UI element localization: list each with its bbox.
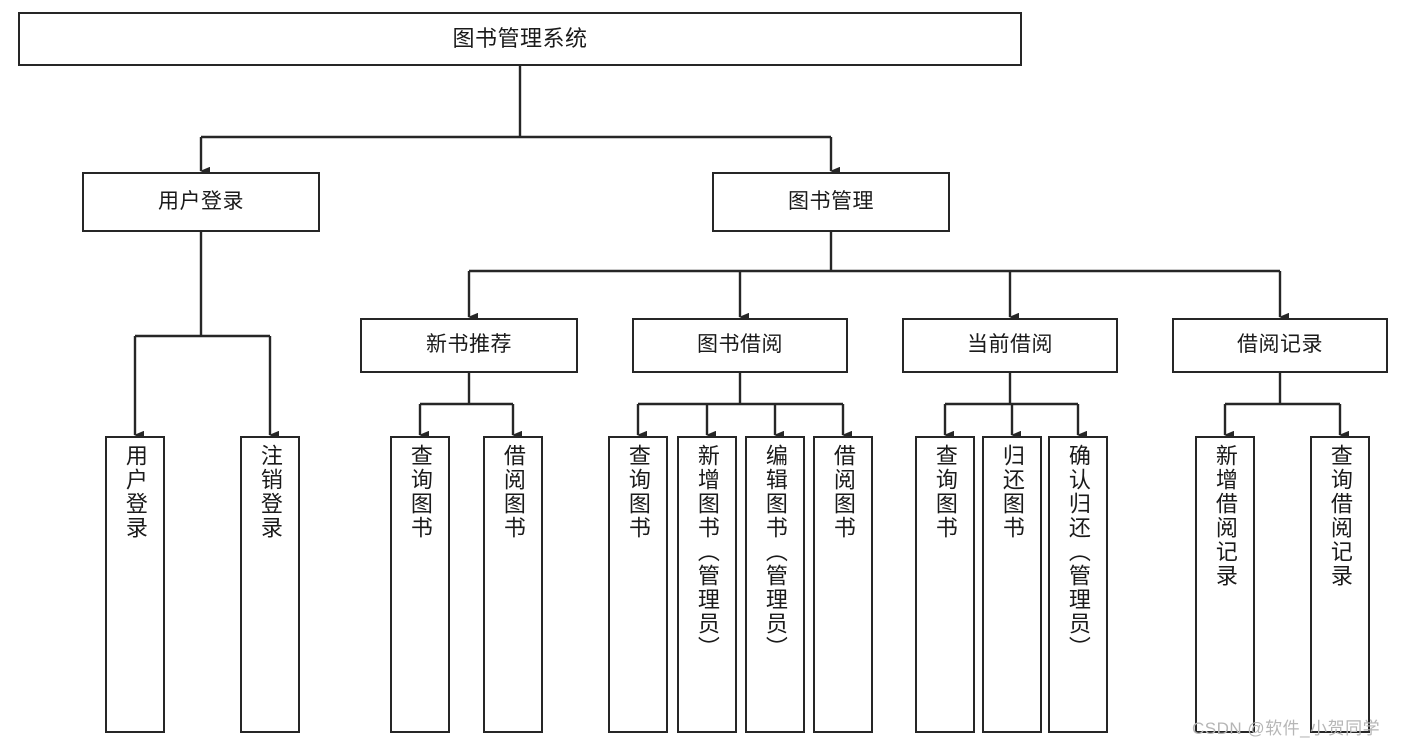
node-leaf-user-login-label: 用户登录 <box>122 444 148 540</box>
node-leaf-add-record[interactable]: 新增借阅记录 <box>1195 436 1255 733</box>
node-leaf-query-book-1[interactable]: 查询图书 <box>390 436 450 733</box>
node-leaf-edit-book[interactable]: 编辑图书（管理员） <box>745 436 805 733</box>
node-new-book-recommend[interactable]: 新书推荐 <box>360 318 578 373</box>
node-leaf-query-book-2-label: 查询图书 <box>625 444 651 540</box>
node-leaf-user-logout[interactable]: 注销登录 <box>240 436 300 733</box>
node-leaf-add-book[interactable]: 新增图书（管理员） <box>677 436 737 733</box>
watermark-text: CSDN @软件_小贺同学 <box>1192 719 1381 738</box>
node-user-login[interactable]: 用户登录 <box>82 172 320 232</box>
node-root[interactable]: 图书管理系统 <box>18 12 1022 66</box>
node-leaf-return-book[interactable]: 归还图书 <box>982 436 1042 733</box>
node-book-manage-label: 图书管理 <box>788 189 874 213</box>
node-leaf-query-book-3-label: 查询图书 <box>932 444 958 540</box>
node-current-borrow-label: 当前借阅 <box>967 333 1053 357</box>
node-book-manage[interactable]: 图书管理 <box>712 172 950 232</box>
node-leaf-return-book-label: 归还图书 <box>999 444 1025 540</box>
node-borrow-record-label: 借阅记录 <box>1237 333 1323 357</box>
node-leaf-edit-book-label: 编辑图书（管理员） <box>762 444 788 660</box>
node-leaf-user-logout-label: 注销登录 <box>257 444 283 540</box>
node-leaf-add-record-label: 新增借阅记录 <box>1212 444 1238 588</box>
node-book-borrow-label: 图书借阅 <box>697 333 783 357</box>
node-new-book-recommend-label: 新书推荐 <box>426 333 512 357</box>
node-leaf-confirm-return[interactable]: 确认归还（管理员） <box>1048 436 1108 733</box>
node-leaf-query-book-3[interactable]: 查询图书 <box>915 436 975 733</box>
node-borrow-record[interactable]: 借阅记录 <box>1172 318 1388 373</box>
node-leaf-query-book-1-label: 查询图书 <box>407 444 433 540</box>
node-leaf-confirm-return-label: 确认归还（管理员） <box>1065 444 1091 660</box>
node-leaf-add-book-label: 新增图书（管理员） <box>694 444 720 660</box>
node-leaf-query-book-2[interactable]: 查询图书 <box>608 436 668 733</box>
node-leaf-borrow-book-1-label: 借阅图书 <box>500 444 526 540</box>
node-leaf-user-login[interactable]: 用户登录 <box>105 436 165 733</box>
node-leaf-borrow-book-2-label: 借阅图书 <box>830 444 856 540</box>
node-current-borrow[interactable]: 当前借阅 <box>902 318 1118 373</box>
node-book-borrow[interactable]: 图书借阅 <box>632 318 848 373</box>
node-root-label: 图书管理系统 <box>452 26 588 52</box>
node-user-login-label: 用户登录 <box>158 189 244 213</box>
node-leaf-borrow-book-2[interactable]: 借阅图书 <box>813 436 873 733</box>
node-leaf-query-record-label: 查询借阅记录 <box>1327 444 1353 588</box>
node-leaf-query-record[interactable]: 查询借阅记录 <box>1310 436 1370 733</box>
node-leaf-borrow-book-1[interactable]: 借阅图书 <box>483 436 543 733</box>
